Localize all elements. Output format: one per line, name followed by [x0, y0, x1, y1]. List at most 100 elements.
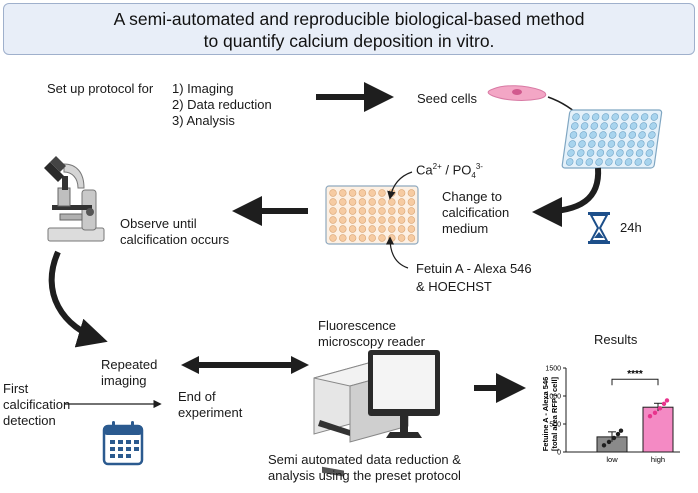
monitor-icon: [368, 350, 440, 438]
ion-po-sub: 4: [471, 170, 476, 180]
data-point: [606, 439, 612, 445]
significance-label: ****: [627, 369, 643, 380]
well: [565, 158, 574, 166]
ion-ca: Ca: [416, 162, 433, 178]
repeated-line2: imaging: [101, 373, 147, 388]
seed-cells-label: Seed cells: [417, 91, 477, 106]
well: [329, 207, 337, 215]
well: [606, 149, 614, 157]
well: [618, 131, 627, 139]
well: [368, 207, 376, 215]
well: [640, 113, 649, 121]
ions-label: Ca2+ / PO43-: [416, 158, 483, 184]
title-line-2: to quantify calcium deposition in vitro.: [203, 31, 495, 51]
well: [368, 189, 376, 197]
well: [339, 216, 347, 224]
x-tick-label: low: [606, 455, 618, 464]
arrow-plate-to-medium: [532, 167, 602, 227]
well: [595, 158, 603, 166]
end-experiment-line1: End of: [178, 389, 216, 404]
well: [645, 149, 654, 157]
well: [339, 198, 347, 206]
well: [646, 140, 655, 148]
title-box: A semi-automated and reproducible biolog…: [3, 3, 695, 55]
timer-label: 24h: [620, 220, 642, 235]
setup-item-analysis: 3) Analysis: [172, 113, 235, 128]
y-tick-label: 1000: [545, 394, 561, 401]
semi-auto-line1: Semi automated data reduction &: [268, 452, 461, 467]
first-detection-line3: detection: [3, 413, 56, 428]
arrow-microscope-to-imaging: [48, 250, 108, 348]
well: [329, 198, 337, 206]
chart-ylabel-line1: Fetuine A - Alexa 546: [541, 377, 550, 452]
well: [579, 131, 588, 139]
well: [585, 158, 594, 166]
well: [601, 113, 610, 121]
repeated-line1: Repeated: [101, 357, 158, 372]
well: [339, 225, 347, 233]
stain-line2: & HOECHST: [416, 279, 492, 294]
change-medium-line3: medium: [442, 221, 489, 236]
well-plate-orange-icon: [325, 185, 419, 245]
well: [591, 113, 600, 121]
well: [608, 131, 617, 139]
arrow-ions-to-plate: [387, 171, 413, 200]
well: [638, 131, 646, 139]
significance-bracket: [611, 378, 659, 386]
well: [407, 225, 416, 233]
well: [407, 189, 416, 197]
well: [378, 234, 386, 242]
well: [358, 225, 367, 233]
well: [569, 131, 578, 139]
well: [597, 140, 606, 148]
well: [635, 149, 644, 157]
well: [378, 189, 386, 197]
well: [358, 198, 367, 206]
well: [348, 225, 357, 233]
end-experiment-line2: experiment: [178, 405, 243, 420]
setup-label: Set up protocol for: [47, 81, 154, 96]
well: [572, 113, 580, 121]
well: [358, 189, 367, 197]
well: [397, 189, 406, 197]
calendar-icon: [102, 421, 144, 466]
results-title: Results: [594, 332, 638, 347]
results-chart: Fetuine A - Alexa 546 [total area RFP / …: [541, 366, 680, 464]
well: [610, 122, 618, 130]
well: [397, 198, 406, 206]
well: [368, 234, 376, 242]
well: [624, 158, 633, 166]
stain-line1: Fetuin A - Alexa 546: [416, 261, 532, 276]
well: [397, 207, 406, 215]
change-medium-line1: Change to: [442, 189, 502, 204]
well: [650, 113, 659, 121]
semi-auto-line2: analysis using the preset protocol: [268, 468, 461, 483]
well-plate-blue-icon: [561, 109, 663, 169]
well: [407, 198, 416, 206]
well: [378, 216, 386, 224]
well: [358, 216, 367, 224]
well: [407, 234, 416, 242]
data-point: [611, 435, 617, 441]
data-point: [652, 410, 658, 415]
well: [407, 207, 416, 215]
well: [571, 122, 579, 130]
well: [589, 131, 597, 139]
well: [329, 216, 337, 224]
data-point: [661, 401, 667, 407]
first-detection-line1: First: [3, 381, 29, 396]
data-point: [618, 428, 624, 433]
well: [397, 216, 406, 224]
well: [388, 198, 396, 206]
ion-ca-charge: 2+: [432, 162, 442, 171]
well: [348, 234, 357, 242]
well: [582, 113, 590, 121]
well: [567, 149, 575, 157]
well: [607, 140, 616, 148]
well: [348, 189, 357, 197]
y-tick-label: 0: [557, 450, 561, 457]
well: [614, 158, 623, 166]
well: [611, 113, 619, 121]
well: [339, 234, 347, 242]
well: [616, 149, 624, 157]
